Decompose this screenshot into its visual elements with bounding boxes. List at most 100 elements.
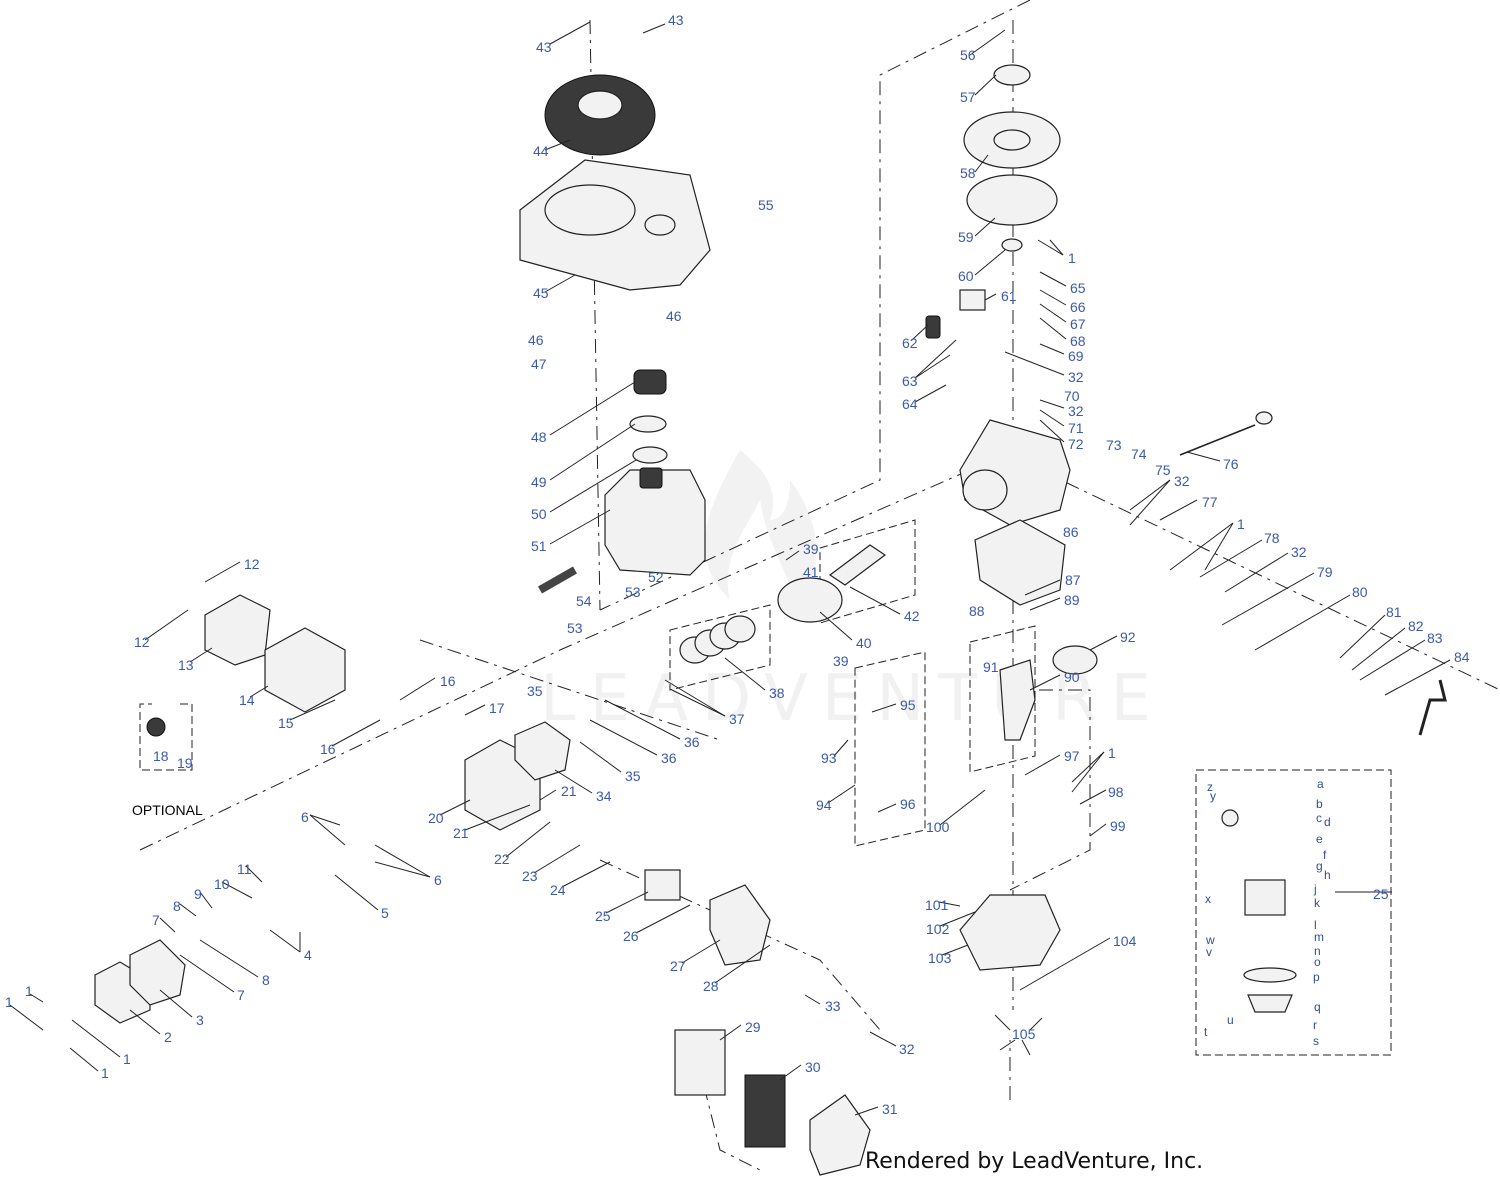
callout-35: 35	[527, 683, 543, 699]
callout-52: 52	[648, 569, 664, 585]
air-filter-cover	[809, 1094, 871, 1176]
callout-29: 29	[745, 1019, 761, 1035]
callout-81: 81	[1386, 604, 1402, 620]
callout-o: o	[1314, 955, 1321, 969]
callout-17: 17	[489, 700, 505, 716]
callout-89: 89	[1064, 592, 1080, 608]
callout-y: y	[1210, 789, 1216, 803]
callout-32: 32	[1068, 403, 1084, 419]
carburetor-spacer	[709, 884, 771, 966]
group-boxes	[139, 519, 1392, 1056]
callout-21: 21	[453, 825, 469, 841]
callout-12: 12	[134, 634, 150, 650]
callout-7: 7	[152, 912, 160, 928]
connecting-rod	[828, 544, 887, 586]
callout-x: x	[1205, 892, 1211, 906]
callout-65: 65	[1070, 280, 1086, 296]
callout-104: 104	[1113, 933, 1137, 949]
callout-u: u	[1227, 1013, 1234, 1027]
callout-28: 28	[703, 978, 719, 994]
callout-57: 57	[960, 89, 976, 105]
callout-31: 31	[882, 1101, 898, 1117]
callout-k: k	[1314, 896, 1321, 910]
callout-g: g	[1316, 859, 1323, 873]
callout-69: 69	[1068, 348, 1084, 364]
callout-53: 53	[625, 584, 641, 600]
optional-caption: OPTIONAL	[132, 802, 203, 818]
callout-v: v	[1206, 945, 1212, 959]
callout-12: 12	[244, 556, 260, 572]
callout-47: 47	[531, 356, 547, 372]
callout-72: 72	[1068, 436, 1084, 452]
callout-14: 14	[239, 692, 255, 708]
callout-18: 18	[153, 748, 169, 764]
callout-36: 36	[684, 734, 700, 750]
callout-25: 25	[595, 908, 611, 924]
callout-32: 32	[899, 1041, 915, 1057]
callout-88: 88	[969, 603, 985, 619]
callout-1: 1	[25, 983, 33, 999]
callout-73: 73	[1106, 437, 1122, 453]
callout-54: 54	[576, 593, 592, 609]
callout-67: 67	[1070, 316, 1086, 332]
callout-102: 102	[926, 921, 950, 937]
callout-10: 10	[214, 876, 230, 892]
callout-5: 5	[381, 905, 389, 921]
callout-7: 7	[237, 987, 245, 1003]
callout-87: 87	[1065, 572, 1081, 588]
callout-63: 63	[902, 373, 918, 389]
air-filter-base	[674, 1029, 726, 1096]
callout-64: 64	[902, 396, 918, 412]
callout-6: 6	[301, 809, 309, 825]
callout-23: 23	[522, 868, 538, 884]
callout-35: 35	[625, 768, 641, 784]
callout-f: f	[1323, 848, 1327, 862]
callout-66: 66	[1070, 299, 1086, 315]
callout-51: 51	[531, 538, 547, 554]
callout-46: 46	[528, 332, 544, 348]
callout-101: 101	[925, 897, 949, 913]
callout-79: 79	[1317, 564, 1333, 580]
watermark-flame-logo	[704, 450, 817, 620]
callout-13: 13	[178, 657, 194, 673]
callout-91: 91	[983, 659, 999, 675]
callout-2: 2	[164, 1029, 172, 1045]
callout-100: 100	[926, 819, 950, 835]
float-bowl	[1247, 994, 1293, 1013]
callout-r: r	[1313, 1018, 1317, 1032]
part-drawings	[94, 64, 1447, 1176]
callout-97: 97	[1064, 748, 1080, 764]
callout-16: 16	[440, 673, 456, 689]
callout-59: 59	[958, 229, 974, 245]
callout-61: 61	[1001, 288, 1017, 304]
callout-83: 83	[1427, 630, 1443, 646]
callout-20: 20	[428, 810, 444, 826]
cam-gear	[1052, 645, 1098, 675]
callout-1: 1	[101, 1065, 109, 1081]
callout-1: 1	[123, 1051, 131, 1067]
callout-75: 75	[1155, 462, 1171, 478]
callout-labels: 4343445545464647484950515253545356575859…	[5, 12, 1470, 1117]
callout-45: 45	[533, 285, 549, 301]
callout-49: 49	[531, 474, 547, 490]
callout-86: 86	[1063, 524, 1079, 540]
callout-11: 11	[237, 861, 252, 877]
callout-38: 38	[769, 685, 785, 701]
callout-1: 1	[1108, 745, 1116, 761]
callout-8: 8	[173, 898, 181, 914]
callout-78: 78	[1264, 530, 1280, 546]
air-filter-element	[744, 1074, 786, 1148]
callout-92: 92	[1120, 629, 1136, 645]
callout-95: 95	[900, 697, 916, 713]
callout-32: 32	[1174, 473, 1190, 489]
callout-60: 60	[958, 268, 974, 284]
callout-48: 48	[531, 429, 547, 445]
callout-33: 33	[825, 998, 841, 1014]
callout-41: 41	[803, 564, 819, 580]
callout-1: 1	[5, 994, 13, 1010]
callout-s: s	[1313, 1034, 1319, 1048]
callout-105: 105	[1012, 1026, 1036, 1042]
callout-e: e	[1316, 832, 1323, 846]
callout-p: p	[1313, 970, 1320, 984]
